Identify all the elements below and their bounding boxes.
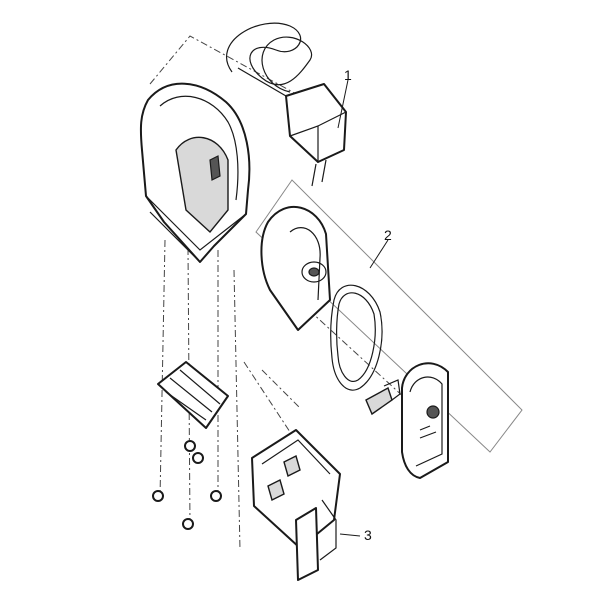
power-adapter bbox=[225, 22, 347, 187]
charger-housing bbox=[139, 82, 251, 263]
contact-clip bbox=[365, 379, 401, 416]
rubber-feet bbox=[152, 440, 222, 530]
assembly-guide-lines bbox=[149, 35, 419, 551]
mounting-bracket bbox=[251, 429, 341, 581]
callout-1: 1 bbox=[344, 67, 352, 83]
leader-lines bbox=[337, 79, 389, 537]
charging-coil-ring bbox=[330, 284, 383, 391]
foot-pad bbox=[157, 361, 229, 429]
cradle-cup bbox=[260, 205, 331, 331]
callout-2: 2 bbox=[384, 227, 392, 243]
callout-3: 3 bbox=[364, 527, 372, 543]
front-cover bbox=[401, 362, 449, 479]
